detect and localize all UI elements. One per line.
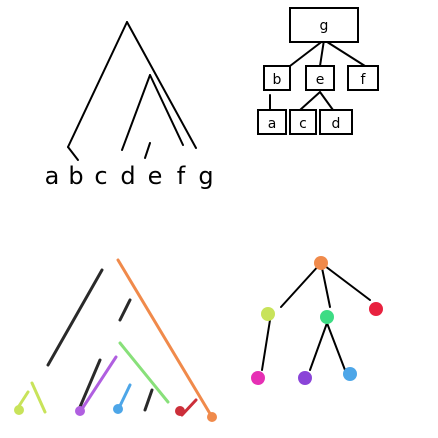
colored-tree-edge [30,381,47,414]
box-node-f [347,65,379,91]
leaf-label-c: c [94,162,107,190]
box-edge [299,91,321,111]
leaf-label-b: b [68,162,83,190]
radial-tree-edge [309,322,328,371]
box-edge [289,39,325,67]
leaf-label-a: a [45,162,60,190]
box-node-b [263,65,291,91]
root-node [314,256,328,270]
tree-edge [67,146,79,161]
box-node-e [305,65,335,91]
colored-tree-edge [46,268,104,367]
box-edge [319,91,334,111]
tree-edge [149,74,184,146]
leaf-node [343,367,357,381]
leaf-label-g: g [198,162,213,190]
box-tree: g b e f a c d [257,7,379,135]
colored-tree-node [207,412,217,422]
letter-tree: a b c d e f g [45,21,214,190]
box-label-c: c [299,116,307,132]
box-node-c [289,109,317,135]
colored-tree-node [14,405,24,415]
leaf-label-e: e [148,162,163,190]
colored-tree-edge [17,390,30,408]
colored-tree-node [175,406,185,416]
box-label-b: b [273,72,282,88]
colored-tree-edge [78,355,118,414]
box-label-f: f [361,72,367,88]
box-label-a: a [268,116,277,132]
radial-tree-edge [326,322,346,371]
radial-tree [251,256,383,385]
leaf-label-f: f [177,162,186,190]
box-edge [323,39,366,67]
box-label-g: g [320,18,329,34]
radial-tree-edge [261,319,271,371]
radial-tree-edge [280,262,322,308]
radial-tree-edge [320,262,331,308]
colored-tree-edge [116,258,214,419]
leaf-label-d: d [120,162,135,190]
box-node-a [257,109,287,135]
colored-tree-node [75,406,85,416]
tree-edge [67,21,128,148]
colored-tree [14,258,217,422]
box-label-d: d [332,116,341,132]
box-node-d [319,109,353,135]
tree-edge [121,74,151,151]
colored-tree-node [113,404,123,414]
box-node-g [289,7,359,43]
child-node [320,310,334,324]
radial-tree-edge [320,262,371,301]
leaf-node [251,371,265,385]
tree-edge [144,142,151,159]
tree-edge [126,21,197,149]
box-label-e: e [316,72,325,88]
child-node [261,307,275,321]
colored-tree-edge [118,298,132,322]
colored-tree-edge [78,358,102,409]
box-edge [319,39,325,67]
leaf-node [298,371,312,385]
colored-tree-edge [118,341,170,404]
colored-tree-edge [143,388,154,412]
child-node [369,302,383,316]
